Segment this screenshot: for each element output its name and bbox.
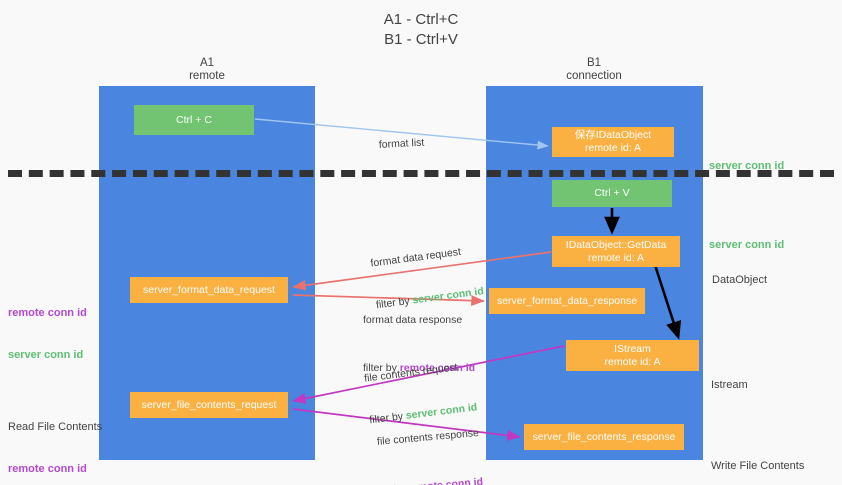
node-server-format-data-request-label: server_format_data_request bbox=[143, 283, 275, 296]
node-server-format-data-request[interactable]: server_format_data_request bbox=[130, 277, 288, 303]
left-note-read-file-contents: Read File Contents remote conn id server… bbox=[8, 392, 102, 485]
edge-label-format-data-response-line1: format data response bbox=[363, 314, 463, 326]
right-note-2-text: server conn id bbox=[709, 239, 785, 251]
left-note-1-remote: remote conn id bbox=[8, 307, 87, 319]
right-note-server-conn-id-2: server conn id bbox=[709, 210, 784, 280]
right-note-4-text: Istream bbox=[711, 379, 748, 391]
lane-header-a1: A1 remote bbox=[99, 57, 315, 83]
node-server-format-data-response[interactable]: server_format_data_response bbox=[489, 288, 645, 314]
node-server-file-contents-request-label: server_file_contents_request bbox=[141, 398, 277, 411]
edge-label-format-data-response-prefix: filter by bbox=[363, 362, 400, 374]
left-note-2-title: Read File Contents bbox=[8, 421, 103, 433]
divider-dashed-line bbox=[8, 170, 834, 177]
left-note-2-remote: remote conn id bbox=[8, 463, 87, 475]
title-line-1: A1 - Ctrl+C bbox=[383, 11, 459, 28]
lane-b1-sub: connection bbox=[566, 70, 622, 82]
left-note-1-server: server conn id bbox=[8, 349, 84, 361]
right-note-3-text: DataObject bbox=[712, 274, 768, 286]
node-ctrl-c[interactable]: Ctrl + C bbox=[134, 105, 254, 135]
edge-label-file-contents-request-line1: file contents request bbox=[363, 361, 459, 385]
node-ctrl-v[interactable]: Ctrl + V bbox=[552, 180, 672, 207]
right-note-dataobject: DataObject bbox=[712, 245, 767, 315]
node-getdata-line1: IDataObject::GetData bbox=[565, 238, 667, 251]
lane-a1-name: A1 bbox=[199, 57, 215, 69]
node-server-file-contents-request[interactable]: server_file_contents_request bbox=[130, 392, 288, 418]
node-server-file-contents-response[interactable]: server_file_contents_response bbox=[524, 424, 684, 450]
edge-label-format-data-response-accent: remote conn id bbox=[399, 362, 476, 374]
node-save-idataobject-line2: remote id: A bbox=[584, 142, 642, 154]
node-save-idataobject-line1: 保存IDataObject bbox=[574, 129, 652, 141]
node-istream[interactable]: IStream remote id: A bbox=[566, 340, 699, 371]
title-line-2: B1 - Ctrl+V bbox=[384, 31, 458, 48]
lane-a1-sub: remote bbox=[189, 70, 225, 82]
right-note-istream: Istream bbox=[711, 350, 748, 420]
node-server-format-data-response-label: server_format_data_response bbox=[496, 294, 638, 307]
node-istream-line2: remote id: A bbox=[604, 355, 661, 368]
edge-label-format-data-response: format data response filter by remote co… bbox=[363, 285, 475, 403]
node-getdata-line2: remote id: A bbox=[587, 251, 645, 264]
lane-header-b1: B1 connection bbox=[486, 57, 702, 83]
edge-label-format-data-request-line1: format data request bbox=[369, 245, 462, 270]
node-ctrl-v-label: Ctrl + V bbox=[594, 187, 630, 199]
node-idataobject-getdata[interactable]: IDataObject::GetData remote id: A bbox=[552, 236, 680, 267]
right-note-write-file-contents: Write File Contents bbox=[711, 431, 804, 485]
edge-label-format-list: format list bbox=[377, 108, 426, 180]
right-note-server-conn-id-1: server conn id bbox=[709, 131, 784, 201]
edge-label-file-contents-response-line1: file contents response bbox=[376, 426, 480, 448]
right-note-5-text: Write File Contents bbox=[711, 460, 805, 472]
left-note-conn-ids-1: remote conn id server conn id bbox=[8, 278, 87, 390]
node-istream-line1: IStream bbox=[614, 342, 651, 355]
right-note-1-text: server conn id bbox=[709, 160, 785, 172]
page-title: A1 - Ctrl+C B1 - Ctrl+V bbox=[0, 10, 842, 50]
node-server-file-contents-response-label: server_file_contents_response bbox=[532, 430, 676, 443]
lane-b1-name: B1 bbox=[586, 57, 602, 69]
node-save-idataobject[interactable]: 保存IDataObject remote id: A bbox=[552, 127, 674, 157]
edge-label-format-list-text: format list bbox=[378, 136, 425, 151]
node-ctrl-c-label: Ctrl + C bbox=[176, 113, 212, 126]
edge-label-file-contents-response: file contents response filter by remote … bbox=[371, 398, 486, 485]
edge-label-file-contents-response-accent: remote conn id bbox=[407, 476, 483, 485]
